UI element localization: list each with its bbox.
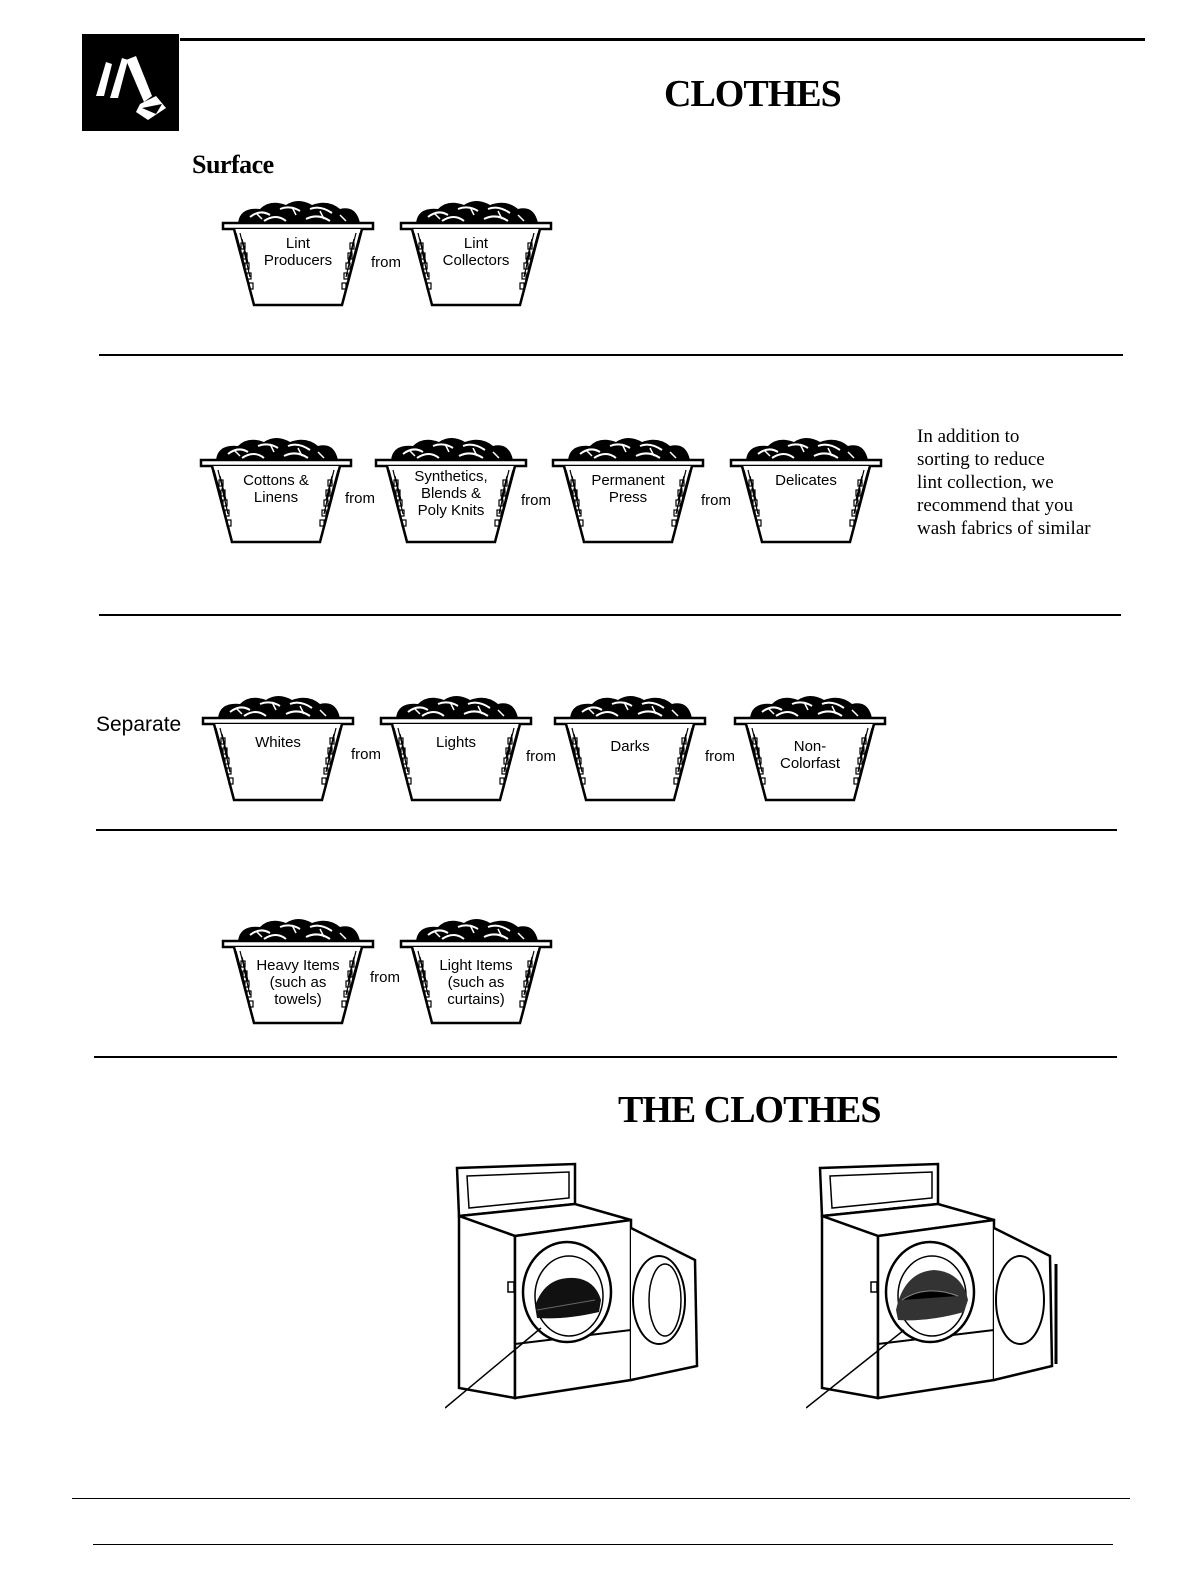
section-divider bbox=[99, 614, 1121, 616]
basket: Non- Colorfast bbox=[732, 688, 888, 803]
basket-label: Non- Colorfast bbox=[779, 738, 841, 772]
basket-label: Lint Producers bbox=[263, 235, 333, 269]
basket: Whites bbox=[200, 688, 356, 803]
from-connector: from bbox=[370, 969, 400, 986]
from-connector: from bbox=[351, 746, 381, 763]
basket-label: Synthetics, Blends & Poly Knits bbox=[414, 468, 488, 519]
basket-label: Darks bbox=[610, 738, 650, 755]
basket-label: Whites bbox=[255, 734, 301, 751]
basket-label: Delicates bbox=[775, 472, 837, 489]
hand-pointing-icon bbox=[82, 34, 179, 131]
header-rule bbox=[180, 38, 1145, 41]
from-connector: from bbox=[526, 748, 556, 765]
section-label-surface: Surface bbox=[192, 150, 274, 179]
basket-label: Cottons & Linens bbox=[243, 472, 309, 506]
from-connector: from bbox=[521, 492, 551, 509]
footer-rule bbox=[93, 1544, 1113, 1545]
basket: Lights bbox=[378, 688, 534, 803]
loading-title: THE CLOTHES bbox=[618, 1089, 881, 1131]
page-title: CLOTHES bbox=[664, 73, 842, 115]
from-connector: from bbox=[701, 492, 731, 509]
footer-rule bbox=[72, 1498, 1130, 1499]
basket-label: Lint Collectors bbox=[442, 235, 510, 269]
basket: Lint Producers bbox=[220, 193, 376, 308]
section-divider bbox=[96, 829, 1117, 831]
section-divider bbox=[99, 354, 1123, 356]
dryer-overload-icon bbox=[805, 1160, 1066, 1430]
basket: Light Items (such as curtains) bbox=[398, 911, 554, 1026]
from-connector: from bbox=[345, 490, 375, 507]
sorting-note: In addition to sorting to reduce lint co… bbox=[917, 426, 1091, 539]
basket-label: Light Items (such as curtains) bbox=[439, 957, 513, 1008]
basket: Heavy Items (such as towels) bbox=[220, 911, 376, 1026]
basket: Cottons & Linens bbox=[198, 430, 354, 545]
basket: Permanent Press bbox=[550, 430, 706, 545]
basket: Lint Collectors bbox=[398, 193, 554, 308]
section-divider bbox=[94, 1056, 1117, 1058]
basket-label: Lights bbox=[435, 734, 477, 751]
dryer-proper-load-icon bbox=[444, 1160, 705, 1430]
basket-label: Permanent Press bbox=[591, 472, 665, 506]
basket: Delicates bbox=[728, 430, 884, 545]
basket-label: Heavy Items (such as towels) bbox=[256, 957, 340, 1008]
basket: Synthetics, Blends & Poly Knits bbox=[373, 430, 529, 545]
section-label-separate: Separate bbox=[96, 713, 182, 736]
basket: Darks bbox=[552, 688, 708, 803]
from-connector: from bbox=[705, 748, 735, 765]
from-connector: from bbox=[371, 254, 401, 271]
